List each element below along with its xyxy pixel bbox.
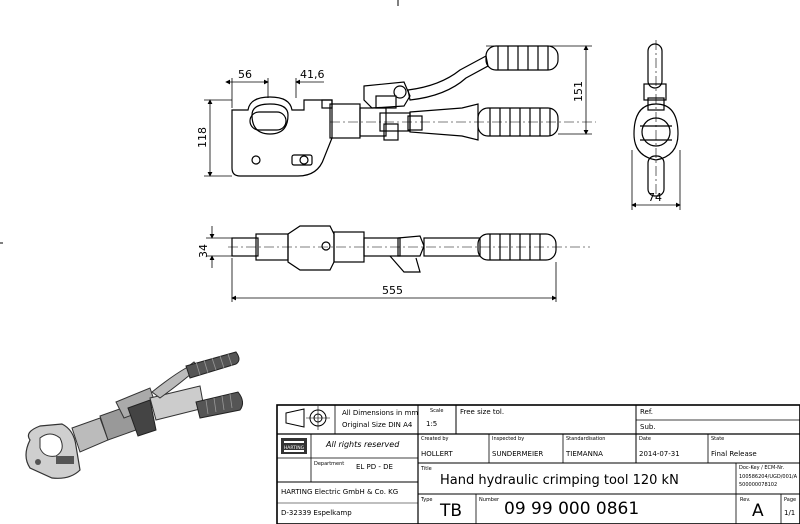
revision-value: A — [752, 501, 764, 521]
inspected-by-value: SUNDERMEIER — [492, 450, 544, 458]
harting-logo: HARTING — [281, 438, 307, 454]
company-name: HARTING Electric GmbH & Co. KG — [281, 488, 399, 496]
dimension-lines-bottom — [206, 226, 557, 302]
doc-key-value-2: 500000078102 — [739, 482, 778, 488]
doc-key-value-1: 100586204/UGD/001/A — [739, 474, 798, 480]
standardisation-value: TIEMANNA — [566, 450, 603, 458]
state-value: Final Release — [711, 450, 757, 458]
sub-label: Sub. — [640, 423, 656, 431]
free-size-tolerance: Free size tol. — [460, 408, 505, 416]
all-dimensions-note: All Dimensions in mm — [342, 409, 419, 417]
dim-151: 151 — [572, 81, 585, 102]
original-size-note: Original Size DIN A4 — [342, 421, 413, 429]
doc-key-label: Doc-Key / ECM-Nr. — [739, 465, 785, 471]
page-label: Page — [784, 497, 797, 503]
title-block-frame — [276, 404, 800, 524]
dim-34: 34 — [197, 244, 210, 258]
ref-label: Ref. — [640, 408, 654, 416]
isometric-tool-illustration — [25, 351, 244, 479]
type-value: TB — [440, 501, 463, 521]
revision-label: Rev. — [740, 497, 751, 503]
date-label: Date — [639, 436, 651, 442]
created-by-label: Created by — [421, 436, 449, 442]
department-value: EL PD - DE — [356, 463, 393, 471]
top-view-bottom — [231, 225, 557, 273]
rights-reserved: All rights reserved — [326, 440, 400, 449]
page-value: 1/1 — [784, 509, 796, 517]
drawing-title: Hand hydraulic crimping tool 120 kN — [440, 473, 679, 488]
company-address: D-32339 Espelkamp — [281, 509, 352, 517]
department-label: Department — [314, 461, 345, 467]
side-view-top — [231, 45, 559, 177]
state-label: State — [711, 436, 725, 442]
scale-label: Scale — [430, 408, 444, 414]
type-label: Type — [421, 497, 433, 503]
dim-41-6: 41,6 — [300, 68, 325, 81]
dim-118: 118 — [196, 127, 209, 148]
dimension-lines-end — [631, 150, 681, 210]
scale-value: 1:5 — [426, 420, 438, 428]
dimension-lines-top — [204, 45, 592, 177]
created-by-value: HOLLERT — [421, 450, 453, 458]
projection-symbol-icon — [285, 406, 330, 430]
number-label: Number — [479, 497, 500, 503]
title-label: Title — [421, 466, 432, 472]
dim-555: 555 — [382, 284, 403, 297]
dim-56: 56 — [238, 68, 252, 81]
inspected-by-label: Inspected by — [492, 436, 525, 442]
svg-text:HARTING: HARTING — [284, 445, 305, 451]
dim-74: 74 — [648, 191, 662, 204]
date-value: 2014-07-31 — [639, 450, 680, 458]
standardisation-label: Standardisation — [566, 436, 606, 442]
drawing-number: 09 99 000 0861 — [504, 499, 640, 519]
